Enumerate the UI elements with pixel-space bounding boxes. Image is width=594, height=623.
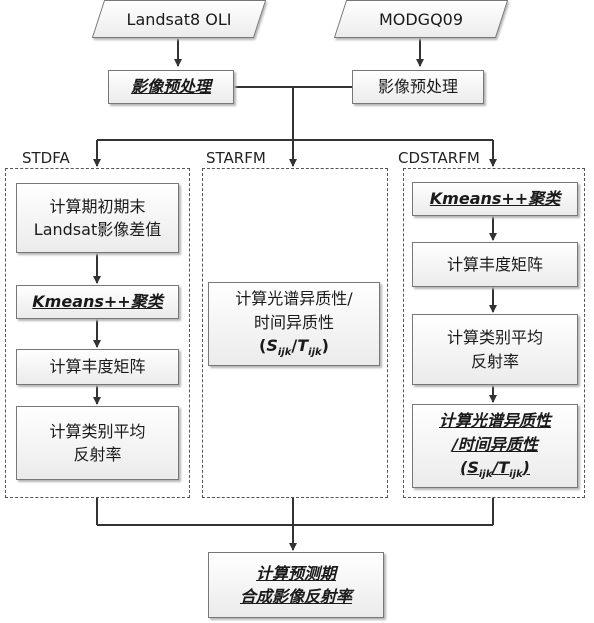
cdstarfm-step-heterogeneity: 计算光谱异质性 /时间异质性 (Sijk/Tijk) <box>412 404 578 488</box>
cdstarfm-step2-label: 计算丰度矩阵 <box>446 254 543 274</box>
starfm-line1: 计算光谱异质性/ <box>235 289 353 309</box>
stdfa-step2-label: Kmeans++聚类 <box>32 292 163 312</box>
starfm-symbol: (Sijk/Tijk) <box>235 334 352 361</box>
starfm-sym-close: ) <box>321 335 329 355</box>
output-line2: 合成影像反射率 <box>239 587 352 606</box>
cdstarfm-step-class-reflectance: 计算类别平均 反射率 <box>412 314 578 385</box>
starfm-sym-slash: / <box>291 335 298 355</box>
stdfa-step3-label: 计算丰度矩阵 <box>49 357 146 377</box>
cdstarfm-step-kmeans: Kmeans++聚类 <box>412 182 578 216</box>
preprocess-modis-label: 影像预处理 <box>377 77 458 97</box>
cdstarfm-step1-label: Kmeans++聚类 <box>429 189 561 209</box>
stdfa-step4-line2: 反射率 <box>73 445 122 464</box>
starfm-sym-t: T <box>297 335 309 355</box>
stdfa-group <box>5 168 190 498</box>
cdstarfm-step3-line1: 计算类别平均 <box>446 328 543 348</box>
stdfa-step4-line1: 计算类别平均 <box>49 421 146 441</box>
stdfa-step-abundance: 计算丰度矩阵 <box>16 349 179 385</box>
preprocess-landsat-label: 影像预处理 <box>130 77 211 97</box>
starfm-sym-open: ( <box>259 335 267 355</box>
starfm-sym-s: S <box>266 335 278 355</box>
starfm-label: STARFM <box>206 149 266 167</box>
cdstarfm-step-abundance: 计算丰度矩阵 <box>412 242 578 287</box>
output-line1: 计算预测期 <box>255 563 336 583</box>
stdfa-step-landsat-difference: 计算期初期末 Landsat影像差值 <box>16 183 179 253</box>
stdfa-step1-line1: 计算期初期末 <box>49 196 146 216</box>
preprocess-landsat-box: 影像预处理 <box>108 70 234 104</box>
output-prediction-box: 计算预测期 合成影像反射率 <box>208 552 384 618</box>
stdfa-step-class-reflectance: 计算类别平均 反射率 <box>16 406 179 480</box>
cdstarfm-step4-line1: 计算光谱异质性 <box>438 411 551 431</box>
cdstarfm-sym-t: T <box>498 457 510 477</box>
cdstarfm-sym-s-sub: ijk <box>478 469 493 481</box>
starfm-group <box>202 168 388 498</box>
cdstarfm-sym-close: ) <box>522 457 530 477</box>
cdstarfm-sym-s: S <box>467 457 479 477</box>
starfm-sym-t-sub: ijk <box>308 347 322 359</box>
cdstarfm-group <box>403 168 585 498</box>
starfm-line2: 时间异质性 <box>253 312 334 332</box>
starfm-step-heterogeneity: 计算光谱异质性/ 时间异质性 (Sijk/Tijk) <box>208 282 380 366</box>
cdstarfm-step3-line2: 反射率 <box>470 351 519 371</box>
cdstarfm-label: CDSTARFM <box>398 149 480 167</box>
cdstarfm-step4-line2: /时间异质性 <box>452 434 538 454</box>
input-modgq09-label: MODGQ09 <box>378 9 464 29</box>
input-modgq09: MODGQ09 <box>333 0 509 38</box>
cdstarfm-symbol: (Sijk/Tijk) <box>439 456 551 483</box>
cdstarfm-sym-t-sub: ijk <box>509 469 523 481</box>
stdfa-step1-line2: Landsat影像差值 <box>33 220 162 239</box>
preprocess-modis-box: 影像预处理 <box>352 70 484 104</box>
cdstarfm-sym-open: ( <box>460 457 468 477</box>
stdfa-label: STDFA <box>22 149 70 167</box>
cdstarfm-sym-slash: / <box>492 457 499 477</box>
stdfa-step-kmeans: Kmeans++聚类 <box>16 285 179 319</box>
input-landsat8-oli-label: Landsat8 OLI <box>126 9 232 29</box>
input-landsat8-oli: Landsat8 OLI <box>91 0 267 38</box>
starfm-sym-s-sub: ijk <box>277 347 292 359</box>
